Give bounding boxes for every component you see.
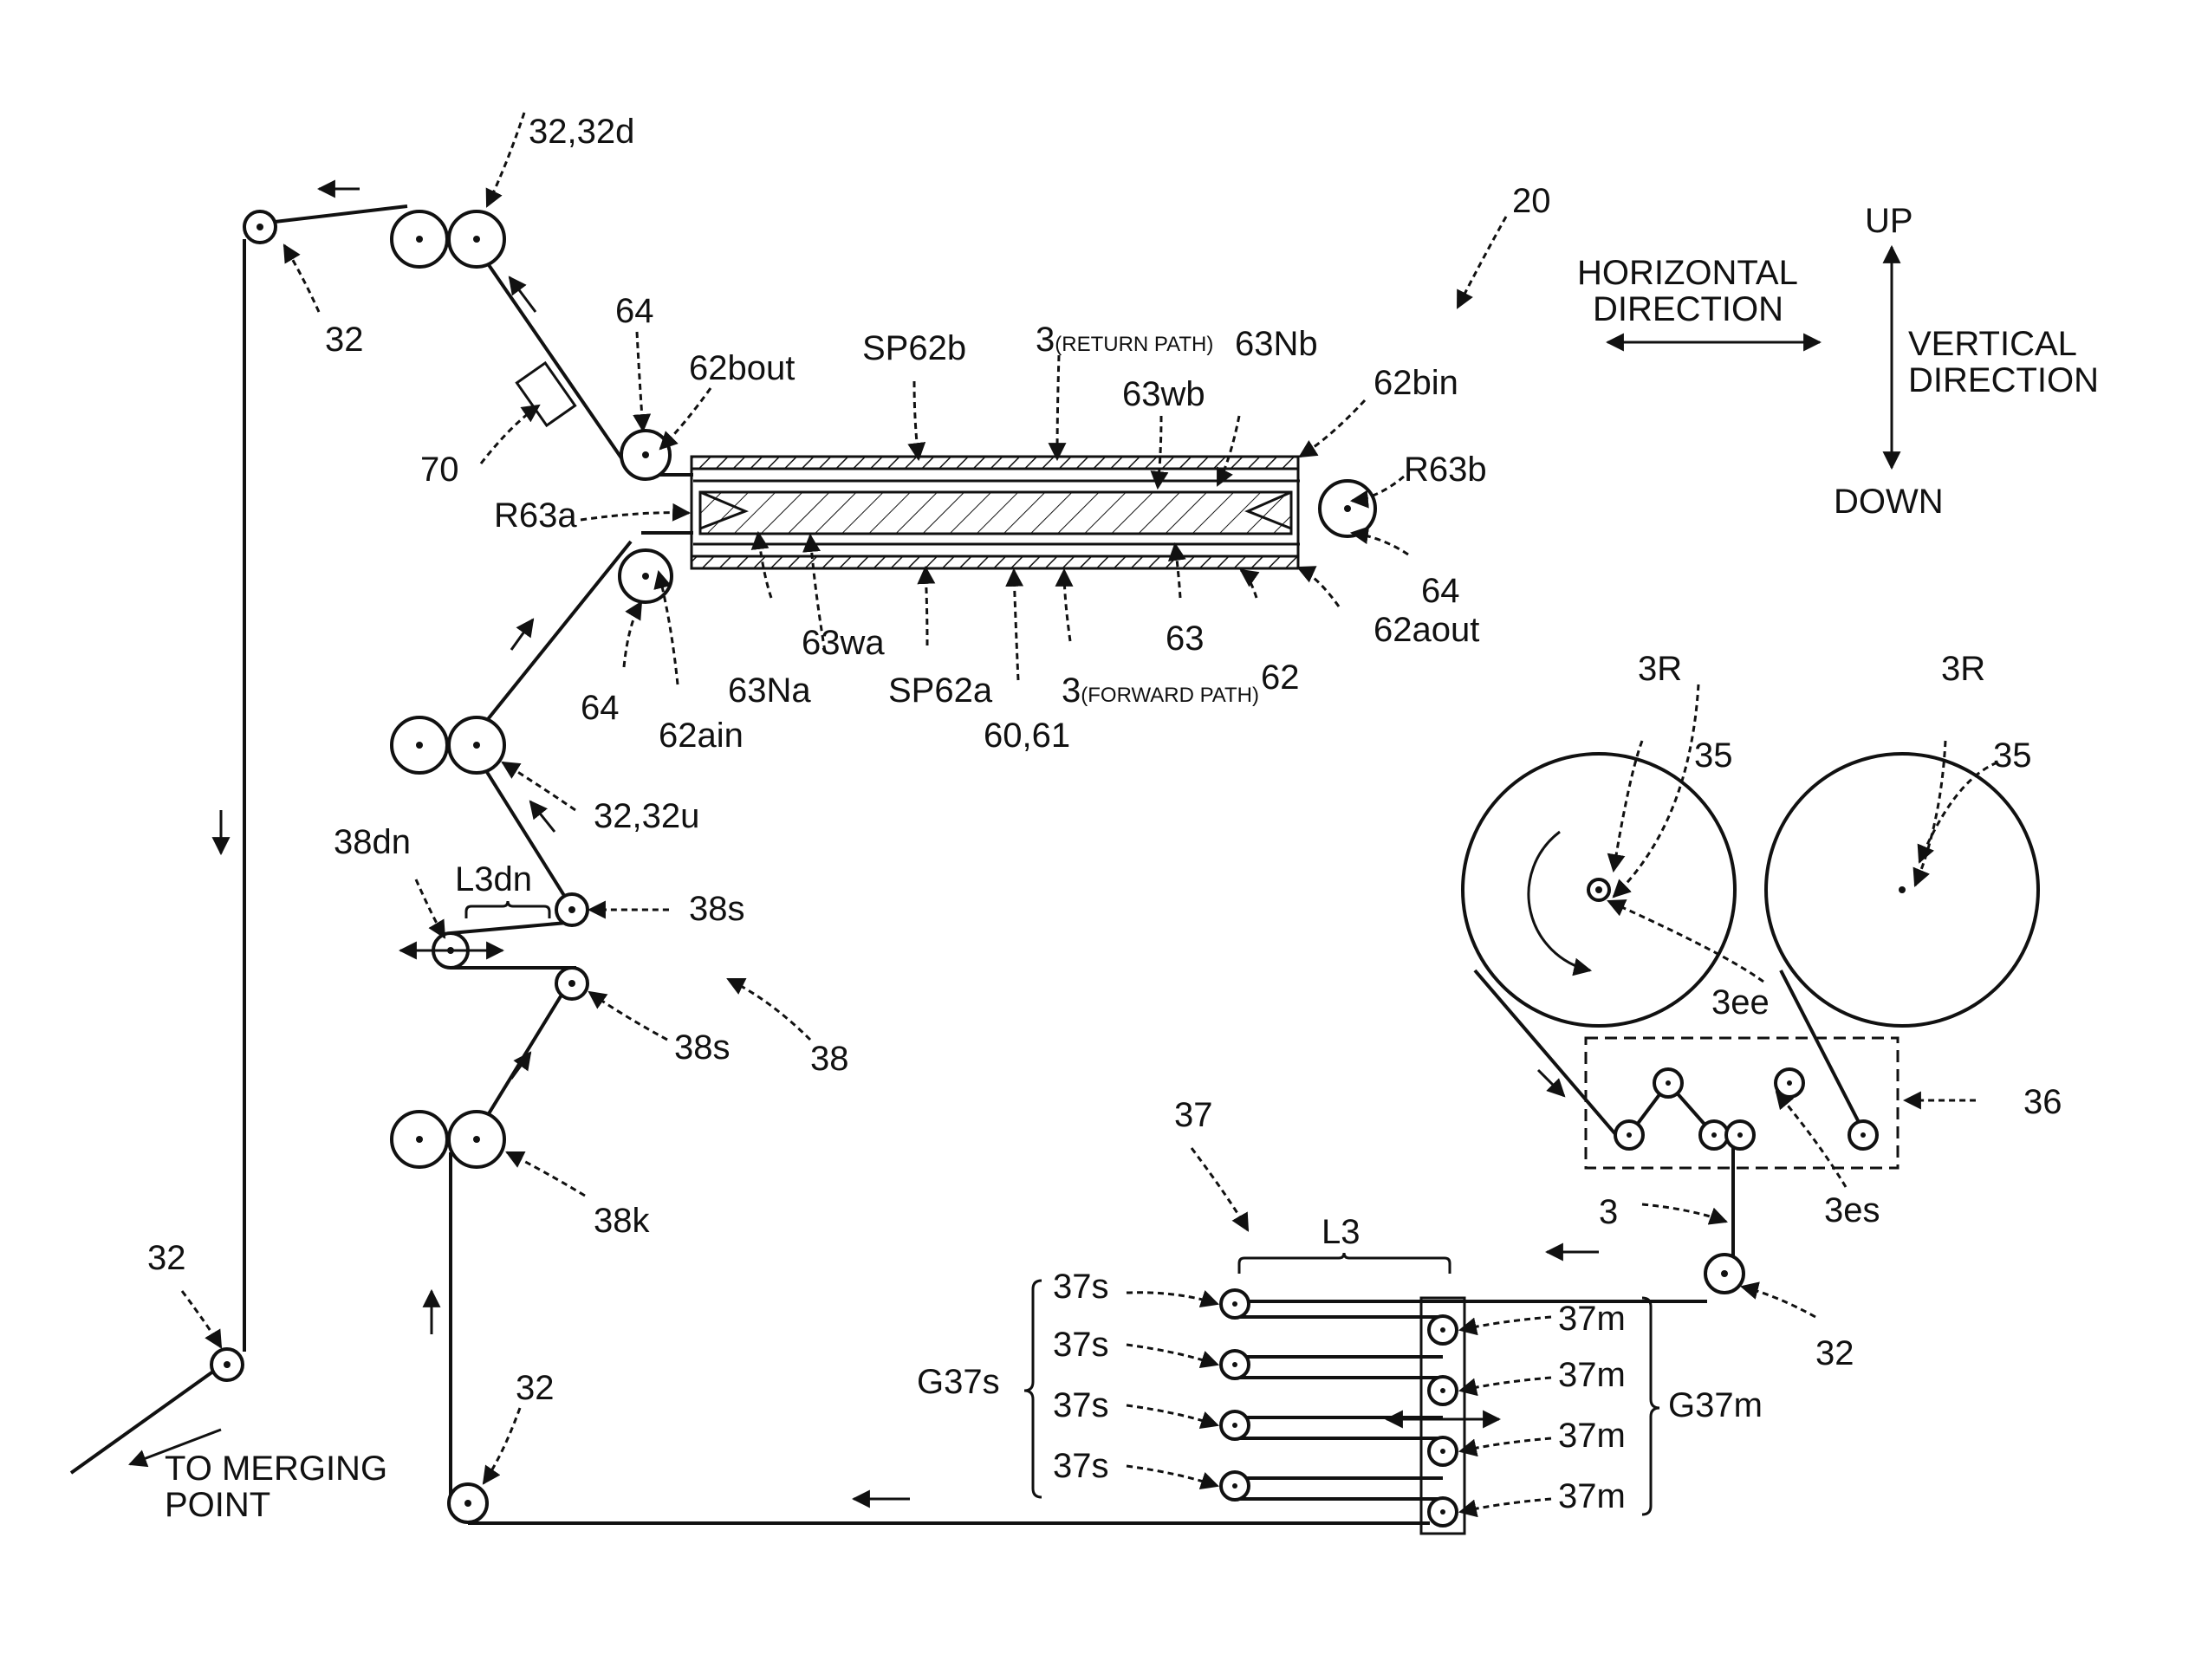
dryer-bottom-wall xyxy=(692,556,1298,568)
dryer-top-wall xyxy=(692,457,1298,469)
label-R63a: R63a xyxy=(494,496,577,535)
label-63: 63 xyxy=(1166,619,1205,658)
label-36: 36 xyxy=(2023,1083,2062,1121)
label-forward-path: 3(FORWARD PATH) xyxy=(1062,671,1259,710)
brace-G37m xyxy=(1642,1298,1659,1515)
label-62ain: 62ain xyxy=(659,717,744,755)
label-63wb: 63wb xyxy=(1122,375,1205,413)
label-62aout: 62aout xyxy=(1374,611,1479,649)
label-35-b: 35 xyxy=(1993,736,2032,775)
label-return-path: 3(RETURN PATH) xyxy=(1036,321,1213,359)
label-63Nb: 63Nb xyxy=(1235,325,1318,363)
label-64-c: 64 xyxy=(581,689,620,727)
label-37m-3: 37m xyxy=(1558,1417,1626,1455)
label-3R-b: 3R xyxy=(1941,650,1985,688)
label-64-a: 64 xyxy=(615,292,654,330)
brace-L3dn xyxy=(466,901,549,918)
label-62bin: 62bin xyxy=(1374,364,1458,402)
label-64-b: 64 xyxy=(1421,572,1460,610)
label-38: 38 xyxy=(810,1040,849,1078)
label-37m-4: 37m xyxy=(1558,1477,1626,1515)
label-70: 70 xyxy=(420,451,459,489)
label-to-merging-point: TO MERGINGPOINT xyxy=(165,1450,387,1524)
label-32-32u: 32,32u xyxy=(594,797,699,835)
label-R63b: R63b xyxy=(1404,451,1487,489)
dryer-unit xyxy=(692,457,1300,568)
label-38dn: 38dn xyxy=(334,823,411,861)
label-60-61: 60,61 xyxy=(984,717,1070,755)
label-62: 62 xyxy=(1261,658,1300,697)
label-37s-4: 37s xyxy=(1053,1447,1109,1485)
label-32-left: 32 xyxy=(147,1239,186,1277)
orientation-indicator: HORIZONTALDIRECTION UP VERTICALDIRECTION… xyxy=(1577,202,2099,521)
web-to-38k xyxy=(481,992,563,1126)
label-SP62b: SP62b xyxy=(862,329,966,367)
heater-63 xyxy=(700,492,1291,534)
web-to-dryer-outlet xyxy=(485,260,622,459)
label-L3: L3 xyxy=(1322,1213,1361,1251)
label-32-top: 32 xyxy=(325,321,364,359)
brace-G37s xyxy=(1024,1281,1042,1497)
brace-L3 xyxy=(1239,1253,1450,1274)
label-63Na: 63Na xyxy=(728,671,811,710)
label-SP62a: SP62a xyxy=(888,671,993,710)
label-3es: 3es xyxy=(1824,1191,1880,1229)
label-62bout: 62bout xyxy=(689,349,795,387)
label-63wa: 63wa xyxy=(802,624,885,662)
label-35-a: 35 xyxy=(1694,736,1733,775)
up-label: UP xyxy=(1865,202,1913,240)
label-37: 37 xyxy=(1174,1096,1213,1134)
label-37m-1: 37m xyxy=(1558,1300,1626,1338)
label-37s-2: 37s xyxy=(1053,1326,1109,1364)
label-38s-lower: 38s xyxy=(674,1028,731,1067)
label-37s-1: 37s xyxy=(1053,1268,1109,1306)
web-dancer-upper xyxy=(451,922,576,933)
label-3: 3 xyxy=(1599,1193,1618,1231)
label-20: 20 xyxy=(1512,182,1551,220)
label-38k: 38k xyxy=(594,1202,650,1240)
label-G37s: G37s xyxy=(917,1363,1000,1401)
label-32-right: 32 xyxy=(1815,1334,1854,1372)
label-3R-a: 3R xyxy=(1638,650,1682,688)
horizontal-direction-label: HORIZONTALDIRECTION xyxy=(1577,254,1798,328)
label-L3dn: L3dn xyxy=(455,860,532,898)
label-G37m: G37m xyxy=(1668,1386,1763,1424)
web-top-span xyxy=(260,206,407,224)
label-32-bottom: 32 xyxy=(516,1369,555,1407)
label-37m-2: 37m xyxy=(1558,1356,1626,1394)
label-32-32d: 32,32d xyxy=(529,113,634,151)
vertical-direction-label: VERTICALDIRECTION xyxy=(1908,325,2099,399)
label-38s-upper: 38s xyxy=(689,890,745,928)
down-label: DOWN xyxy=(1834,483,1944,521)
label-3ee: 3ee xyxy=(1711,983,1770,1022)
label-37s-3: 37s xyxy=(1053,1386,1109,1424)
